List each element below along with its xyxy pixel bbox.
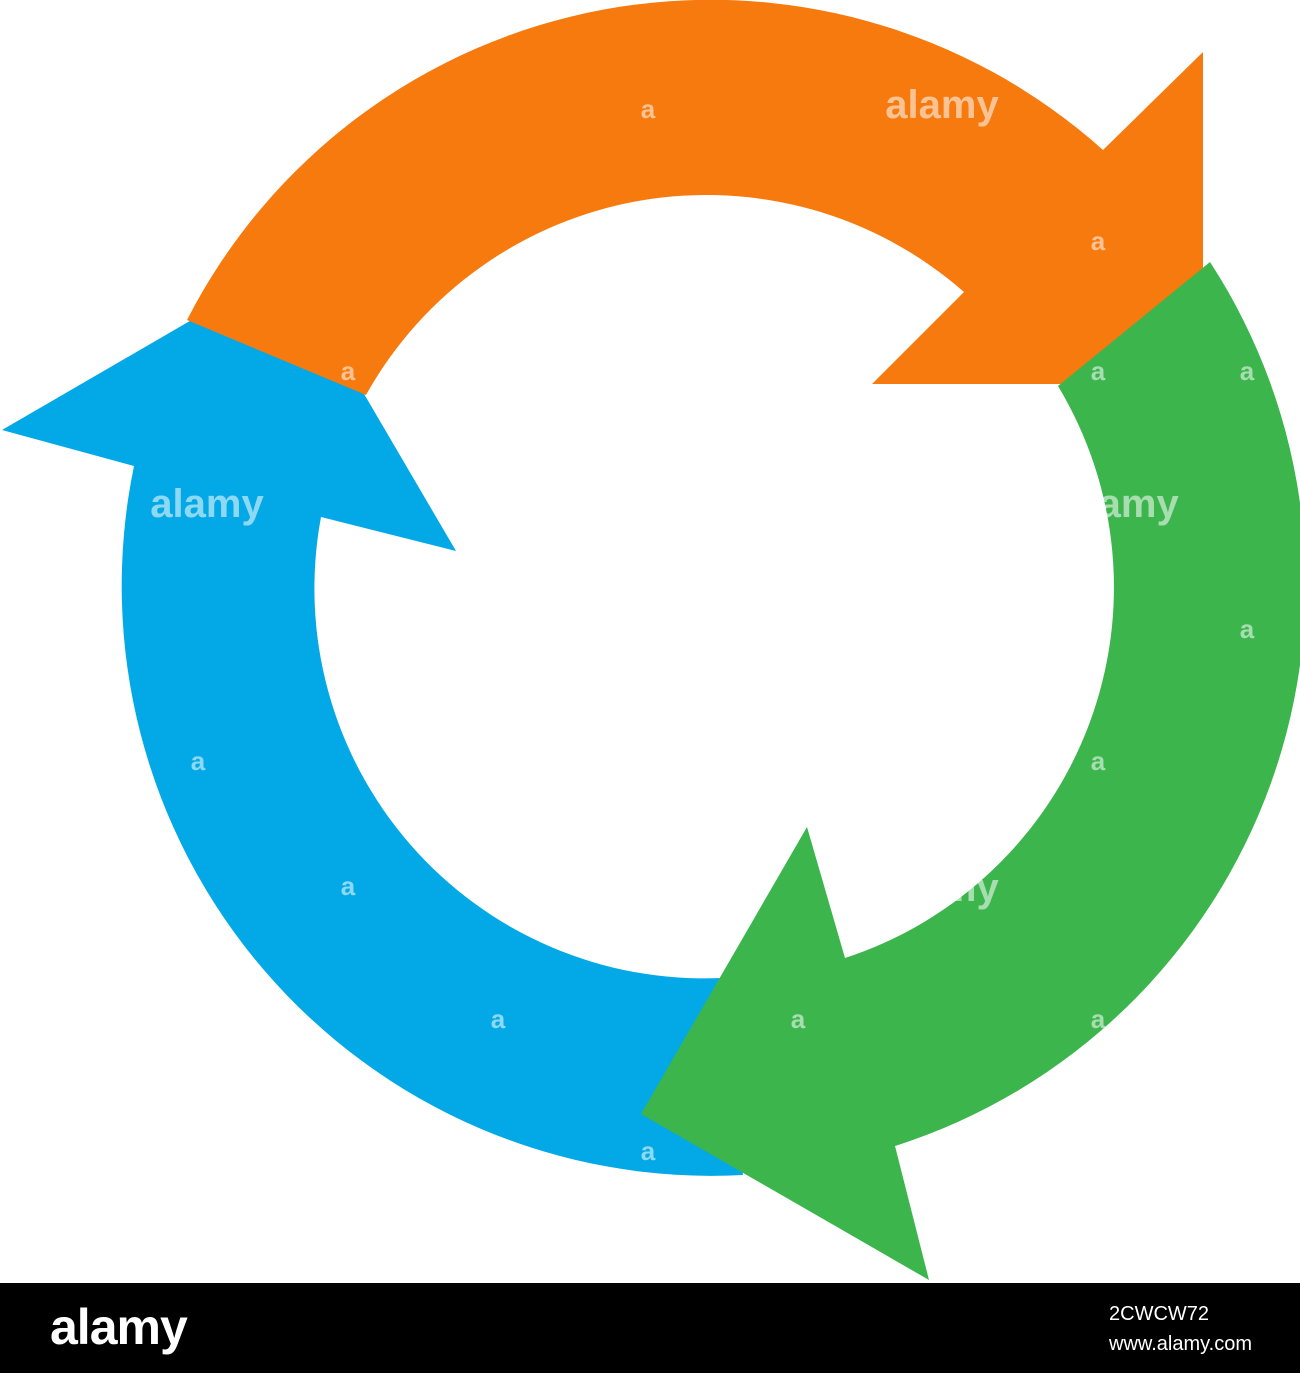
orange-arrow	[187, 0, 1203, 395]
footer-bar: alamy 2CWCW72 www.alamy.com	[0, 1283, 1300, 1373]
source-url-label: www.alamy.com	[1109, 1333, 1252, 1355]
footer-meta: 2CWCW72 www.alamy.com	[1109, 1299, 1252, 1359]
watermark-letter: a	[1240, 614, 1255, 644]
watermark-letter: a	[641, 94, 656, 124]
watermark-word: alamy	[150, 482, 264, 526]
watermark-letter: a	[791, 1004, 806, 1034]
watermark-letter: a	[1091, 356, 1106, 386]
footer-logo: alamy	[50, 1299, 188, 1355]
watermark-letter: a	[191, 746, 206, 776]
watermark-word: alamy	[885, 866, 999, 910]
watermark-letter: a	[491, 1004, 506, 1034]
cycle-diagram: alamy alamy alamy alamy a a a a a a a a a a a a a	[2, 0, 1300, 1280]
watermark-layer: alamy alamy alamy alamy a a a a a a a a a a a a a	[150, 83, 1254, 1166]
watermark-word: alamy	[1065, 482, 1179, 526]
green-arrow	[641, 262, 1300, 1280]
watermark-letter: a	[641, 1136, 656, 1166]
cycle-arrows-graphic: alamy alamy alamy alamy a a a a a a a a a a a a a	[2, 0, 1300, 1280]
blue-arrow	[2, 264, 743, 1176]
image-id-label: 2CWCW72	[1109, 1303, 1210, 1325]
watermark-letter: a	[341, 871, 356, 901]
watermark-letter: a	[1091, 746, 1106, 776]
watermark-word: alamy	[885, 83, 999, 127]
watermark-letter: a	[1091, 1004, 1106, 1034]
watermark-letter: a	[1091, 226, 1106, 256]
watermark-letter: a	[341, 356, 356, 386]
watermark-letter: a	[1240, 356, 1255, 386]
